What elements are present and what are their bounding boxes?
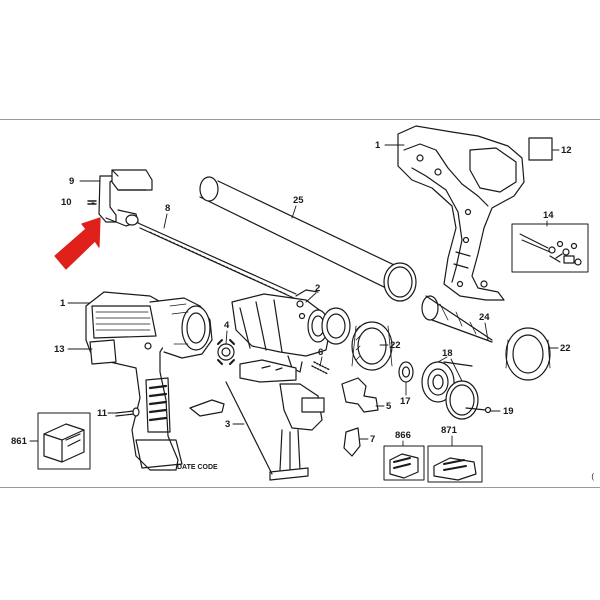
nozzle-part <box>421 295 493 343</box>
callout-11-screw: 11 <box>97 408 108 419</box>
callout-14-screw-kit: 14 <box>543 210 554 221</box>
gearbox-part <box>231 289 351 373</box>
cap-part <box>398 361 414 383</box>
switch-part <box>341 377 379 413</box>
battery-part <box>383 445 425 481</box>
charger-part <box>427 445 483 483</box>
red-arrow-icon <box>54 217 101 270</box>
pin-19-part <box>465 406 492 414</box>
callout-1-housing-right: 1 <box>375 140 381 151</box>
frame-line-top <box>0 119 600 120</box>
callout-12-label: 12 <box>561 145 572 156</box>
callout-8-plunger-rod: 8 <box>165 203 171 214</box>
callout-17-cap: 17 <box>400 396 411 407</box>
callout-25-cartridge-tube: 25 <box>293 195 304 206</box>
spring-part <box>311 361 331 375</box>
callout-2-gearbox: 2 <box>315 283 321 294</box>
housing-right-part <box>397 125 525 301</box>
callout-19-pin: 19 <box>503 406 514 417</box>
screw-part <box>115 407 140 417</box>
callout-18-seal-set: 18 <box>442 348 453 359</box>
callout-13-nameplate: 13 <box>54 344 65 355</box>
rod-handle-part <box>98 169 153 227</box>
callout-1-housing-left: 1 <box>60 298 66 309</box>
date-code-label: DATE CODE <box>177 464 218 471</box>
callout-866-battery: 866 <box>395 430 411 441</box>
plunger-rod-part <box>137 222 297 300</box>
callout-22-collar-mid: 22 <box>390 340 401 351</box>
housing-left-part <box>85 291 213 471</box>
clip-part <box>343 427 361 457</box>
frame-line-bottom <box>0 487 600 488</box>
callout-5-switch: 5 <box>386 401 392 412</box>
callout-871-charger: 871 <box>441 425 457 436</box>
wiring-switch-part <box>225 359 325 481</box>
nameplate-part <box>89 339 117 365</box>
bracket-part <box>189 399 225 417</box>
callout-10-pin: 10 <box>61 197 72 208</box>
callout-3-wiring: 3 <box>225 419 231 430</box>
callout-7-clip: 7 <box>370 434 376 445</box>
screw-kit-part <box>511 223 589 273</box>
case-part <box>37 412 91 470</box>
leader-lines <box>29 144 560 447</box>
callout-861-case: 861 <box>11 436 27 447</box>
collar-right-part <box>505 327 551 381</box>
pin-part <box>87 200 97 205</box>
callout-22-collar-right: 22 <box>560 343 571 354</box>
callout-9-rod-handle: 9 <box>69 176 75 187</box>
callout-24-nozzle: 24 <box>479 312 490 323</box>
cartridge-tube-part <box>199 176 417 302</box>
label-part <box>528 137 553 161</box>
callout-6-spring: 6 <box>318 347 324 358</box>
collar-mid-part <box>351 321 393 371</box>
seal-set-part <box>421 361 479 420</box>
callout-4-gear: 4 <box>224 320 230 331</box>
corner-mark: ( <box>591 472 594 481</box>
